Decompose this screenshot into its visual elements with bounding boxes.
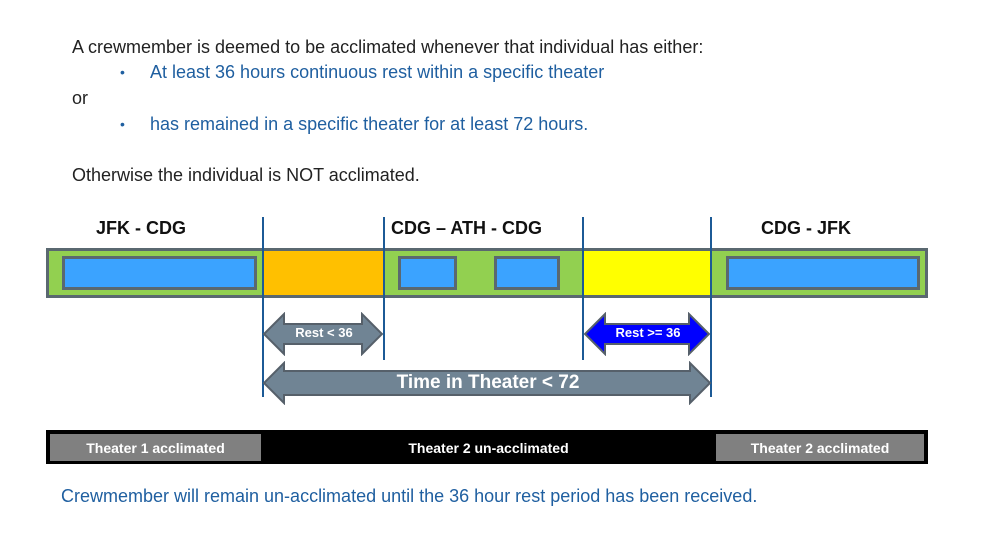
criterion-rest: At least 36 hours continuous rest within… <box>150 62 605 82</box>
rest-long-label: Rest >= 36 <box>615 325 681 340</box>
bullet-icon: • <box>120 116 125 132</box>
status-theater2-acclimated: Theater 2 acclimated <box>716 434 924 461</box>
criterion-time: has remained in a specific theater for a… <box>150 114 589 134</box>
bullet-icon: • <box>120 64 125 80</box>
otherwise-statement: Otherwise the individual is NOT acclimat… <box>72 165 420 185</box>
rest-period-short <box>264 251 384 295</box>
flight-block-jfk-cdg <box>62 256 257 290</box>
flight-block-ath-cdg <box>494 256 560 290</box>
flight-block-cdg-ath <box>398 256 457 290</box>
status-theater1-acclimated: Theater 1 acclimated <box>50 434 261 461</box>
time-in-theater-label: Time in Theater < 72 <box>396 372 580 393</box>
segment-label-cdg-jfk: CDG - JFK <box>761 218 851 238</box>
divider-line <box>383 217 385 360</box>
footer-note: Crewmember will remain un-acclimated unt… <box>61 486 758 506</box>
rest-short-label: Rest < 36 <box>295 325 353 340</box>
double-arrow-icon <box>262 361 712 405</box>
double-arrow-icon <box>262 312 384 356</box>
flight-block-cdg-jfk <box>726 256 920 290</box>
divider-line <box>262 217 264 397</box>
intro-statement: A crewmember is deemed to be acclimated … <box>72 37 704 57</box>
rest-period-long <box>584 251 711 295</box>
divider-line <box>710 217 712 397</box>
segment-label-jfk-cdg: JFK - CDG <box>96 218 186 238</box>
segment-label-cdg-ath-cdg: CDG – ATH - CDG <box>391 218 542 238</box>
divider-line <box>582 217 584 360</box>
status-theater2-unacclimated: Theater 2 un-acclimated <box>261 434 716 461</box>
double-arrow-icon <box>583 312 711 356</box>
or-connector: or <box>72 88 89 108</box>
